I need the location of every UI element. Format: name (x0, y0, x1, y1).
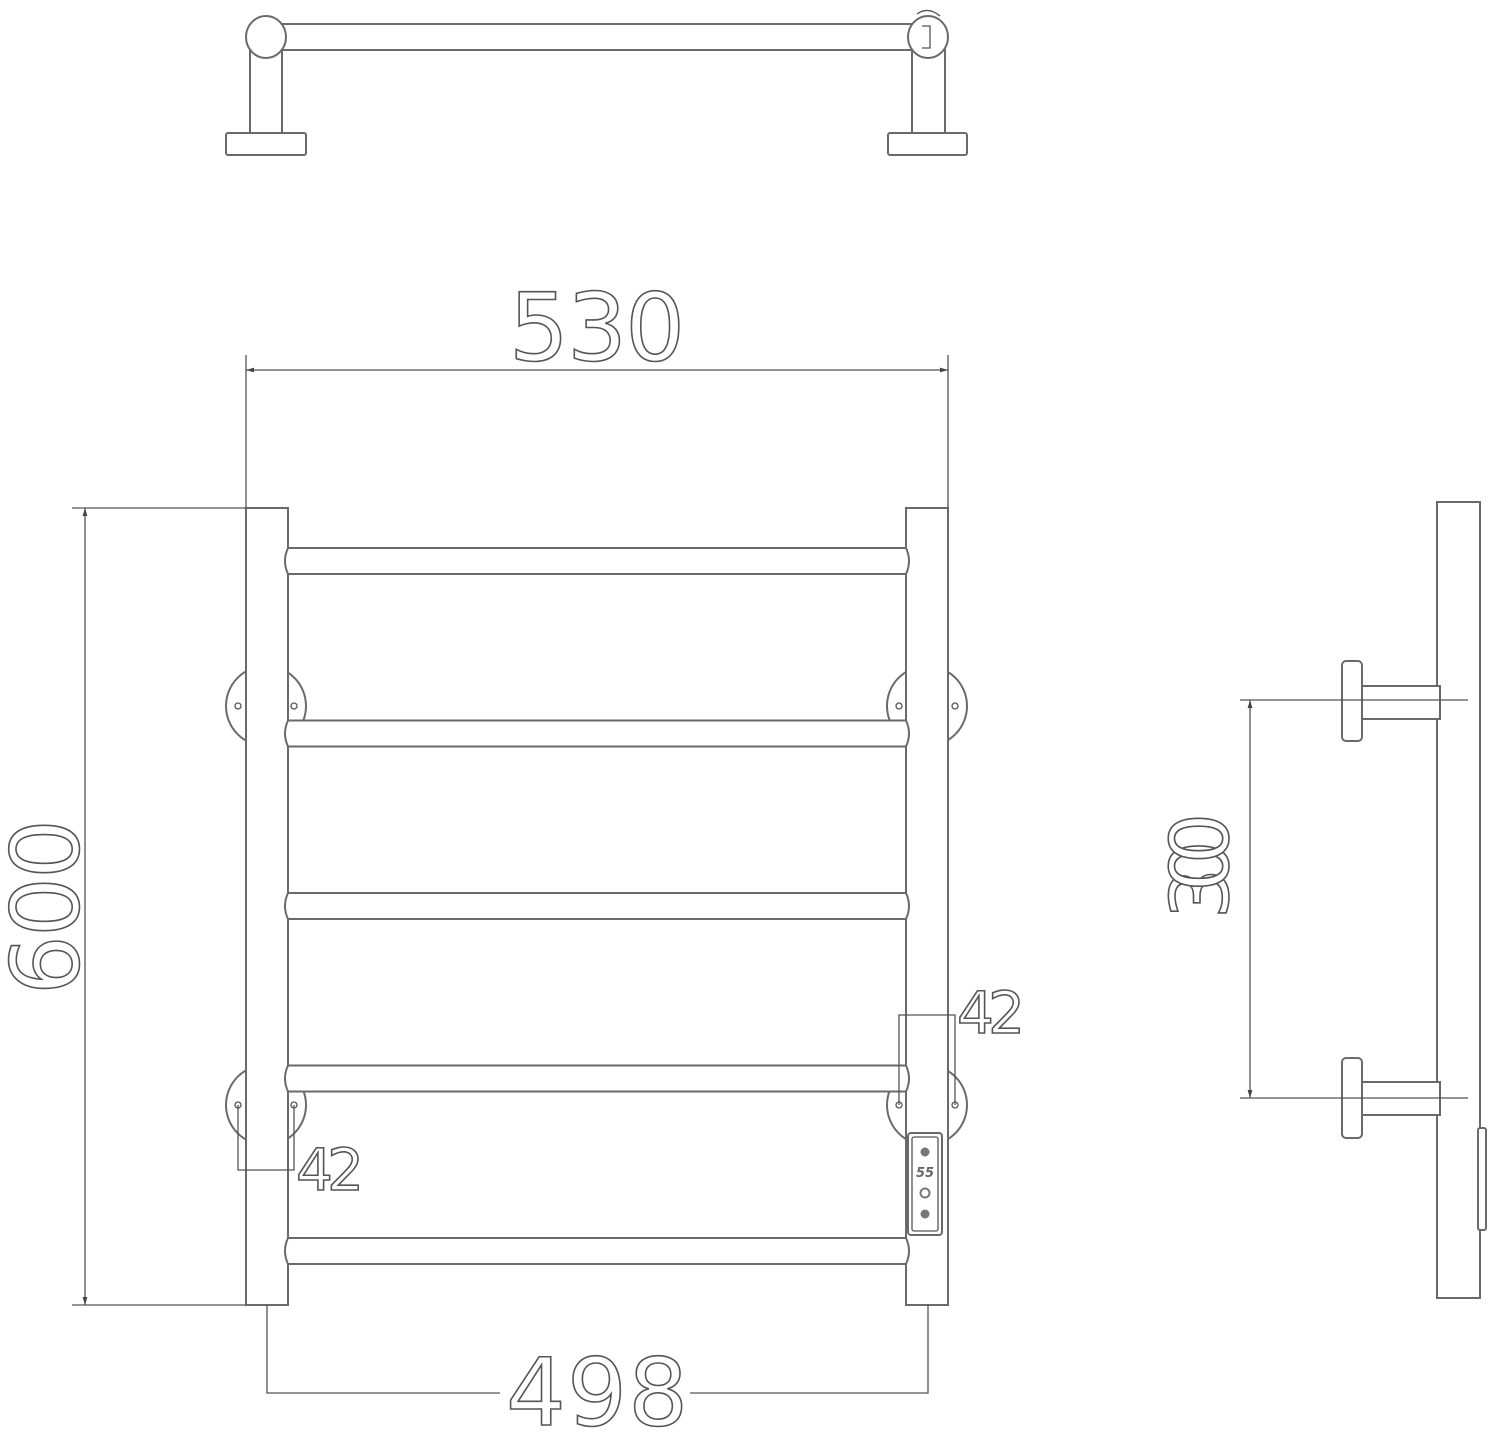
side-control-panel (1477, 1127, 1487, 1231)
front-view: 55 530 600 42 42 (0, 273, 1026, 1443)
top-left-base (225, 132, 307, 156)
side-view: 300 (1153, 501, 1487, 1299)
dimension-498: 498 (266, 1305, 929, 1443)
svg-text:600: 600 (0, 819, 101, 995)
svg-text:530: 530 (509, 274, 685, 383)
power-icon (920, 1147, 930, 1157)
control-panel: 55 (907, 1132, 943, 1236)
dimension-300: 300 (1153, 699, 1468, 1099)
rung (284, 1237, 910, 1265)
top-view (225, 9, 968, 156)
svg-text:42: 42 (957, 979, 1025, 1047)
side-bracket-top (1341, 660, 1441, 742)
rung (284, 719, 910, 748)
top-right-joint (907, 15, 949, 59)
dimension-530: 530 (245, 273, 949, 508)
dimension-42-left: 42 (237, 1105, 365, 1205)
svg-text:300: 300 (1154, 813, 1247, 919)
top-right-post (911, 49, 946, 135)
top-left-post (249, 49, 283, 135)
rung (284, 892, 910, 920)
panel-display: 55 (916, 1166, 934, 1181)
rung (284, 1064, 910, 1093)
top-right-base (887, 132, 968, 156)
rungs (284, 547, 910, 1265)
side-panel (1436, 501, 1481, 1299)
mode-icon (920, 1209, 930, 1219)
left-upright (245, 507, 289, 1306)
rung (284, 547, 910, 575)
top-left-joint (245, 15, 287, 59)
svg-text:42: 42 (296, 1136, 364, 1204)
top-bar (265, 23, 929, 51)
dimension-600: 600 (0, 507, 246, 1306)
svg-text:498: 498 (506, 1339, 688, 1443)
timer-icon (919, 1187, 931, 1199)
dimension-42-right: 42 (898, 978, 1026, 1105)
